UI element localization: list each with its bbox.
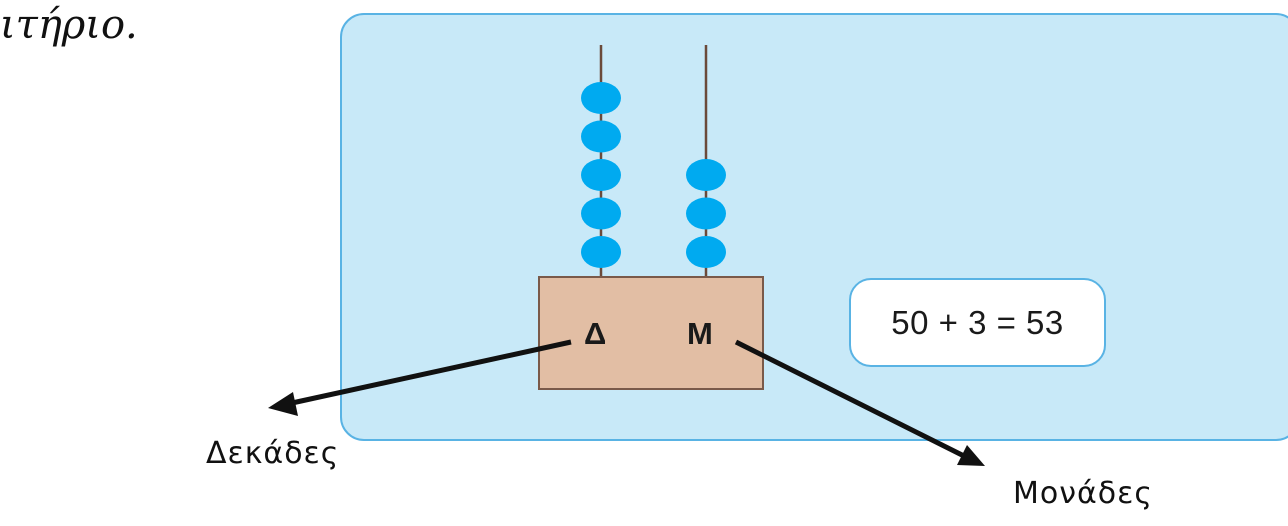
abacus-panel: [340, 13, 1288, 441]
tens-arrow-line: [291, 339, 572, 406]
units-bead-group: [686, 159, 726, 268]
units-caption: Μονάδες: [1013, 476, 1153, 511]
tens-arrow-head: [268, 392, 298, 416]
units-arrow-head: [957, 445, 985, 466]
top-text-fragment: ιτήριο.: [0, 2, 138, 48]
units-label: Μ: [687, 316, 713, 351]
tens-bead: [581, 82, 621, 114]
tens-bead: [581, 236, 621, 268]
tens-label: Δ: [584, 316, 607, 351]
tens-bead-group: [581, 82, 621, 268]
tens-caption: Δεκάδες: [206, 436, 340, 471]
units-arrow-line: [734, 339, 966, 459]
abacus-base: [538, 276, 764, 390]
tens-bead: [581, 159, 621, 191]
equation-box: 50 + 3 = 53: [849, 278, 1106, 367]
units-bead: [686, 159, 726, 191]
units-bead: [686, 236, 726, 268]
tens-bead: [581, 120, 621, 153]
equation-text: 50 + 3 = 53: [891, 303, 1064, 341]
units-bead: [686, 197, 726, 230]
tens-bead: [581, 197, 621, 230]
